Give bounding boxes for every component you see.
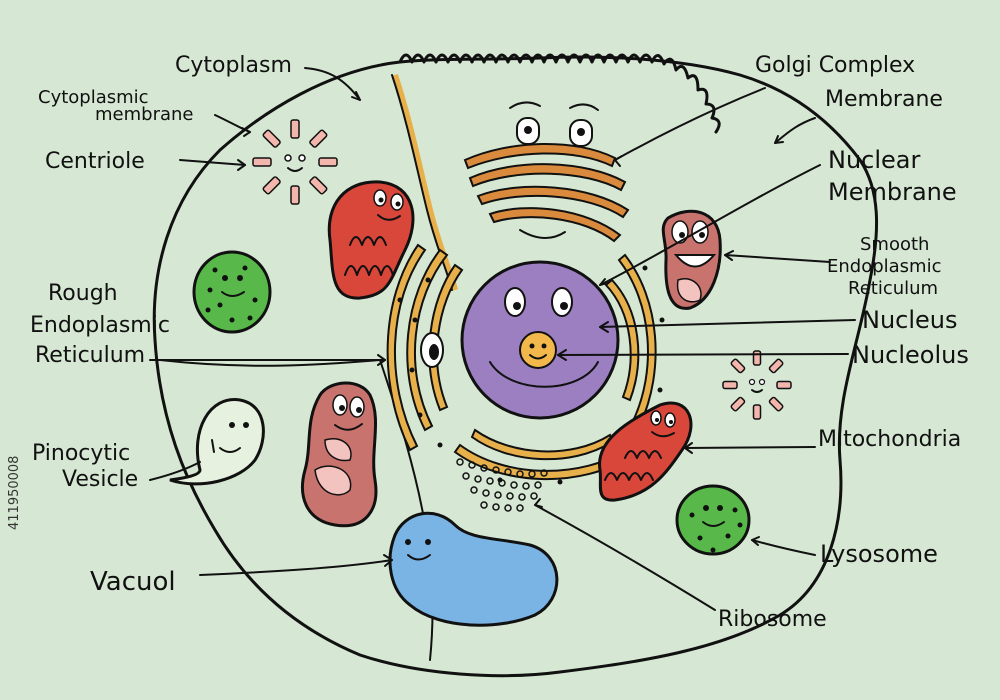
label-nuclear-membrane-2: Membrane [828, 178, 957, 206]
centriole [252, 119, 338, 205]
label-golgi-2: Membrane [825, 87, 943, 112]
mitochondrion-top [327, 180, 415, 300]
label-ribosome: Ribosome [718, 607, 827, 632]
nucleus-left-eye [504, 287, 526, 317]
vacuole [388, 511, 559, 627]
lysosome-left [192, 250, 272, 334]
label-rough-er-1: Rough [48, 281, 118, 306]
label-smooth-er-1: Smooth [860, 234, 929, 255]
label-mitochondria: Mitochondria [818, 427, 961, 452]
label-nucleolus: Nucleolus [852, 341, 969, 369]
nucleus-right-eye [551, 287, 573, 317]
mitochondrion-right [598, 401, 693, 502]
golgi-complex-membrane-wavy-edge [398, 53, 721, 134]
ribosome-cluster [456, 458, 548, 512]
smooth-er-organelle [661, 209, 722, 310]
er-channel-line [392, 74, 458, 291]
label-cytoplasmic-membrane-1: Cytoplasmic [38, 87, 149, 108]
golgi-complex [463, 142, 630, 243]
centriole-right [722, 350, 792, 420]
label-rough-er-2: Endoplasmic [30, 313, 170, 338]
label-vacuol: Vacuol [90, 567, 176, 597]
watermark-id: 411950008 [7, 456, 22, 530]
label-lysosome: Lysosome [820, 540, 938, 568]
label-pinocytic-vesicle-1: Pinocytic [32, 441, 130, 466]
smooth-er-organelle-left [301, 381, 378, 528]
cell-body [152, 55, 879, 678]
lysosome-right [675, 484, 751, 556]
pointer-lines [149, 67, 856, 611]
label-rough-er-3: Reticulum [35, 343, 145, 368]
label-smooth-er-2: Endoplasmic [827, 256, 942, 277]
label-smooth-er-3: Reticulum [848, 278, 938, 299]
label-centriole: Centriole [45, 149, 145, 174]
label-cytoplasm: Cytoplasm [175, 53, 292, 78]
nucleolus [519, 331, 557, 369]
label-cytoplasmic-membrane-2: membrane [95, 104, 193, 125]
label-golgi-1: Golgi Complex [755, 53, 915, 78]
label-pinocytic-vesicle-2: Vesicle [62, 467, 138, 492]
label-nuclear-membrane-1: Nuclear [828, 146, 921, 174]
pinocytic-vesicle [169, 398, 265, 486]
label-nucleus: Nucleus [862, 306, 958, 334]
